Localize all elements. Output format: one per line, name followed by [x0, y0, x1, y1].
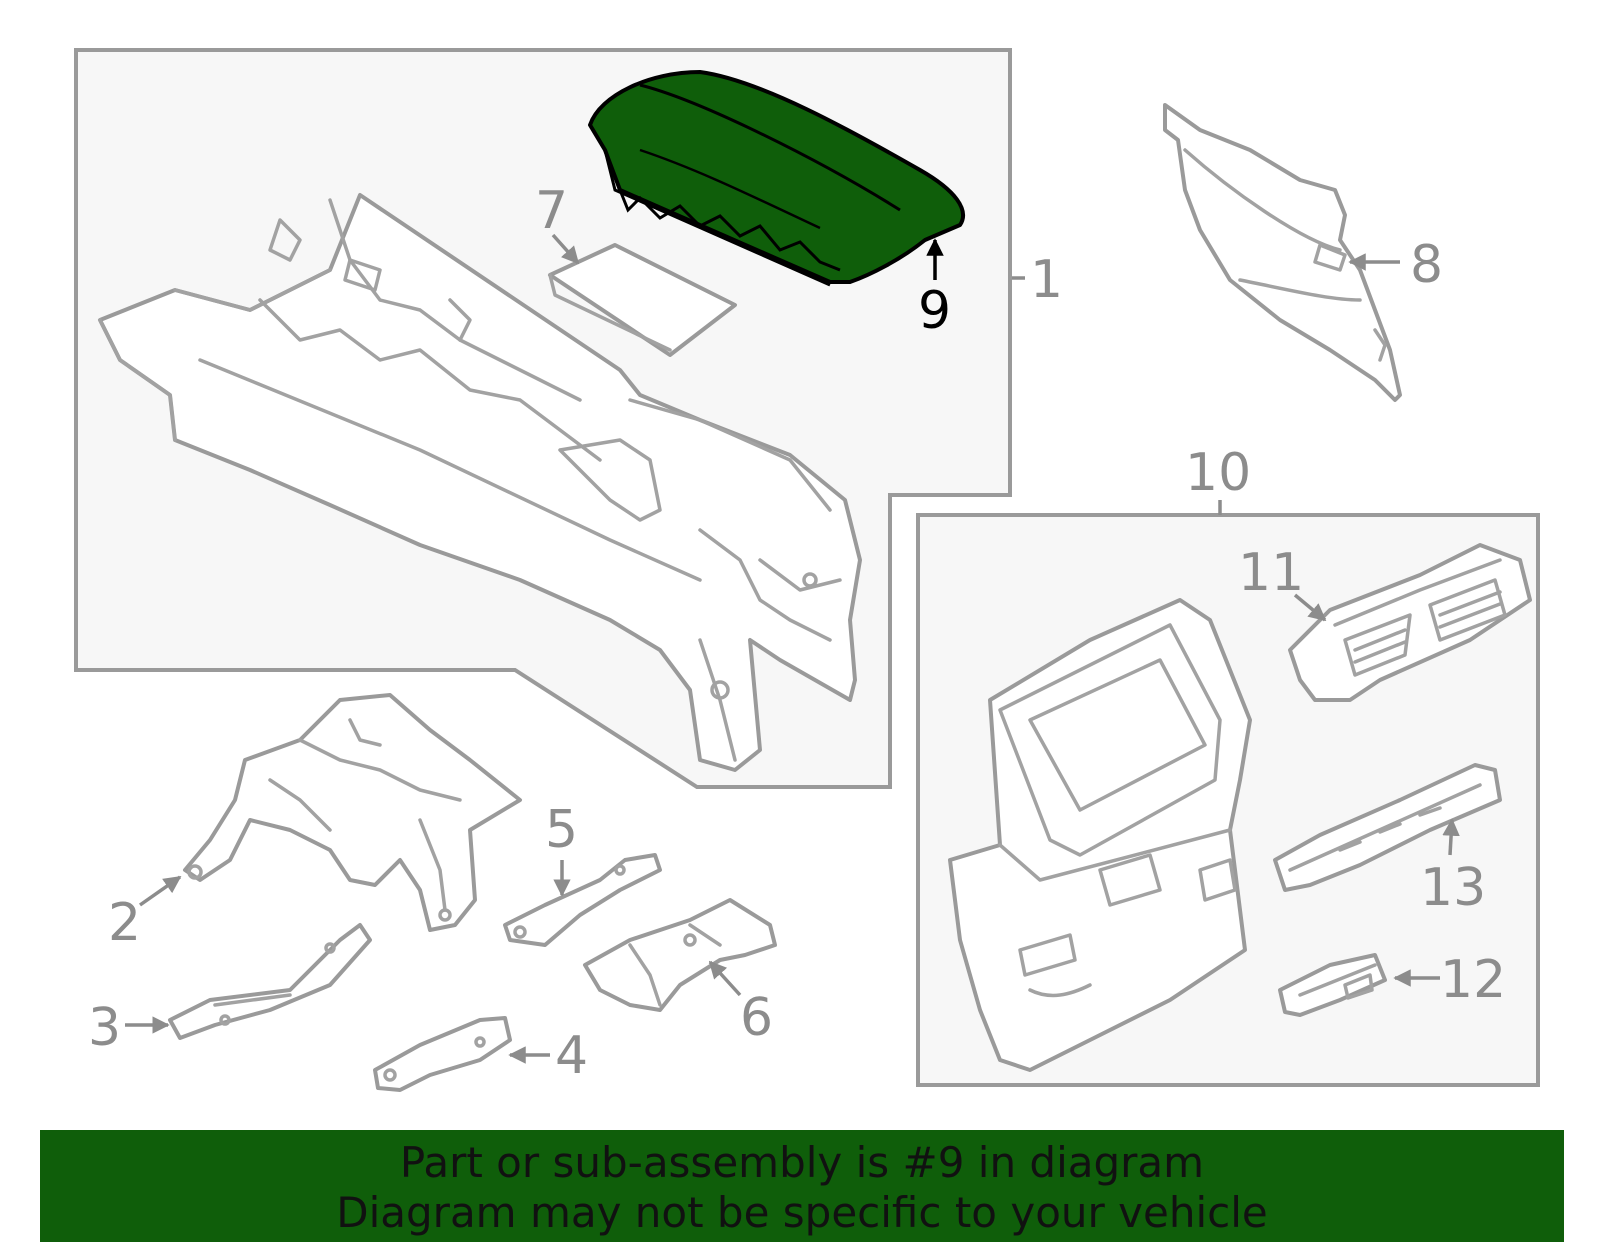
part-13-switch-panel [1273, 763, 1502, 892]
callout-11: 11 [1238, 543, 1304, 603]
callout-1: 1 [1030, 250, 1063, 310]
callout-6: 6 [740, 988, 773, 1048]
callout-9: 9 [918, 281, 951, 341]
banner-line-2: Diagram may not be specific to your vehi… [336, 1188, 1268, 1237]
callout-2: 2 [108, 893, 141, 953]
part-5-bracket [503, 853, 662, 947]
part-10-rear-panel [948, 598, 1252, 1072]
arrow-2 [138, 875, 182, 907]
arrow-7 [551, 233, 580, 265]
arrow-13 [1442, 818, 1460, 856]
callout-7: 7 [535, 181, 568, 241]
part-11-vent [1288, 543, 1532, 702]
part-info-banner: Part or sub-assembly is #9 in diagram Di… [40, 1130, 1564, 1242]
part-8-side-trim [1163, 103, 1402, 402]
part-7-pad [548, 243, 737, 357]
callout-10: 10 [1185, 443, 1251, 503]
arrow-11 [1293, 593, 1327, 622]
part-12-switch [1278, 953, 1387, 1017]
callout-12: 12 [1440, 950, 1506, 1010]
part-6-hinge [583, 898, 777, 1012]
part-9-armrest-lid [588, 70, 966, 287]
part-4-bracket [373, 1016, 512, 1092]
callout-4: 4 [555, 1026, 588, 1086]
center-console-part [98, 193, 862, 772]
callout-3: 3 [88, 998, 121, 1058]
part-2-bracket [183, 693, 522, 932]
callout-5: 5 [545, 800, 578, 860]
callout-13: 13 [1420, 858, 1486, 918]
banner-line-1: Part or sub-assembly is #9 in diagram [399, 1138, 1205, 1187]
callout-8: 8 [1410, 235, 1443, 295]
arrow-6 [708, 960, 742, 997]
part-3-bracket [168, 923, 372, 1040]
